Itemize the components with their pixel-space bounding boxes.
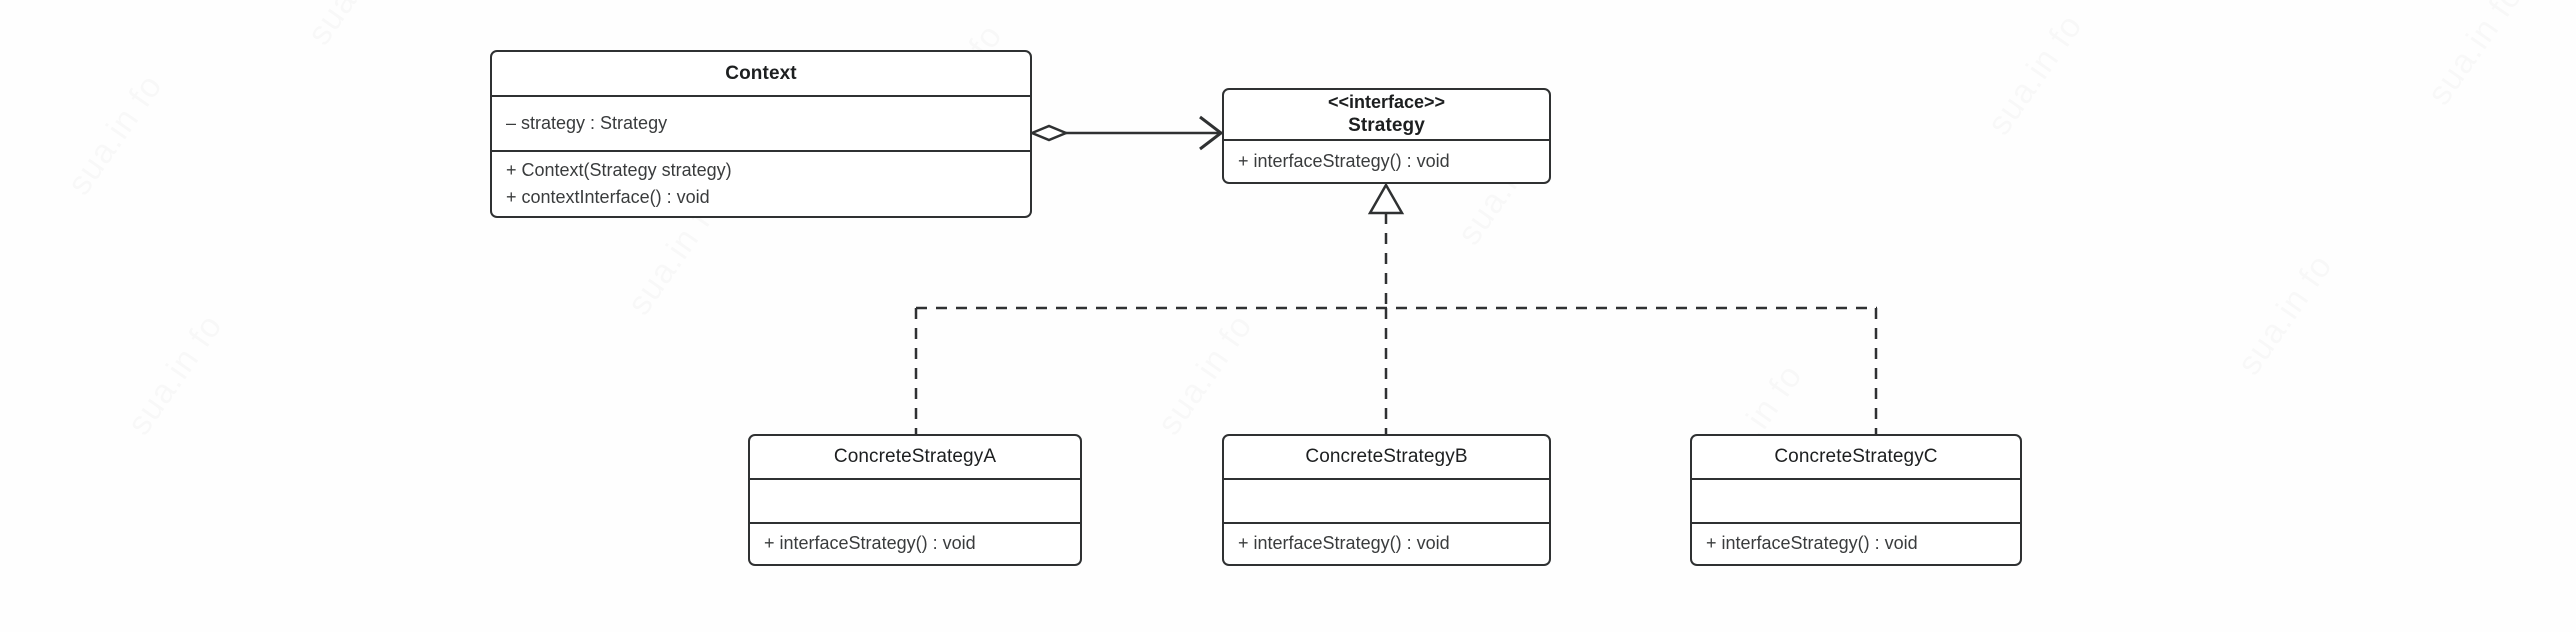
operation-item: + interfaceStrategy() : void <box>1238 533 1450 553</box>
operation-item: + interfaceStrategy() : void <box>1706 533 1918 553</box>
class-name-compartment: ConcreteStrategyC <box>1692 436 2020 480</box>
hollow-diamond-icon <box>1028 124 1070 142</box>
operations-compartment: + interfaceStrategy() : void <box>1224 524 1549 563</box>
operation-item: + interfaceStrategy() : void <box>764 533 976 553</box>
operations-compartment: + Context(Strategy strategy) + contextIn… <box>492 152 1030 215</box>
operation-item: + interfaceStrategy() : void <box>1238 150 1450 171</box>
attribute-item: – strategy : Strategy <box>506 113 668 133</box>
stereotype-label: <<interface>> <box>1327 91 1446 112</box>
connector-realization-tree <box>914 182 1878 434</box>
class-name-label: ConcreteStrategyC <box>1774 446 1938 468</box>
hollow-triangle-icon <box>1367 182 1405 215</box>
class-box-concrete-strategy-a[interactable]: ConcreteStrategyA + interfaceStrategy() … <box>748 434 1082 566</box>
open-arrowhead-icon <box>1199 115 1224 151</box>
class-name-compartment: Context <box>492 52 1030 97</box>
attributes-compartment <box>1692 480 2020 524</box>
attributes-compartment <box>1224 480 1549 524</box>
class-name-label: ConcreteStrategyB <box>1305 446 1468 468</box>
operation-item: + Context(Strategy strategy) <box>506 159 732 180</box>
operations-compartment: + interfaceStrategy() : void <box>1224 141 1549 181</box>
class-name-compartment: <<interface>> Strategy <box>1224 90 1549 141</box>
class-box-concrete-strategy-b[interactable]: ConcreteStrategyB + interfaceStrategy() … <box>1222 434 1551 566</box>
class-name-label: Strategy <box>1348 114 1425 136</box>
class-name-label: Context <box>725 62 797 84</box>
class-name-label: ConcreteStrategyA <box>833 446 997 468</box>
class-box-concrete-strategy-c[interactable]: ConcreteStrategyC + interfaceStrategy() … <box>1690 434 2022 566</box>
class-box-strategy[interactable]: <<interface>> Strategy + interfaceStrate… <box>1222 88 1551 184</box>
attributes-compartment: – strategy : Strategy <box>492 97 1030 152</box>
attributes-compartment <box>750 480 1080 524</box>
operation-item: + contextInterface() : void <box>506 186 710 207</box>
class-name-compartment: ConcreteStrategyB <box>1224 436 1549 480</box>
class-name-compartment: ConcreteStrategyA <box>750 436 1080 480</box>
class-box-context[interactable]: Context – strategy : Strategy + Context(… <box>490 50 1032 218</box>
operations-compartment: + interfaceStrategy() : void <box>750 524 1080 563</box>
operations-compartment: + interfaceStrategy() : void <box>1692 524 2020 563</box>
connector-context-to-strategy <box>1028 115 1224 151</box>
